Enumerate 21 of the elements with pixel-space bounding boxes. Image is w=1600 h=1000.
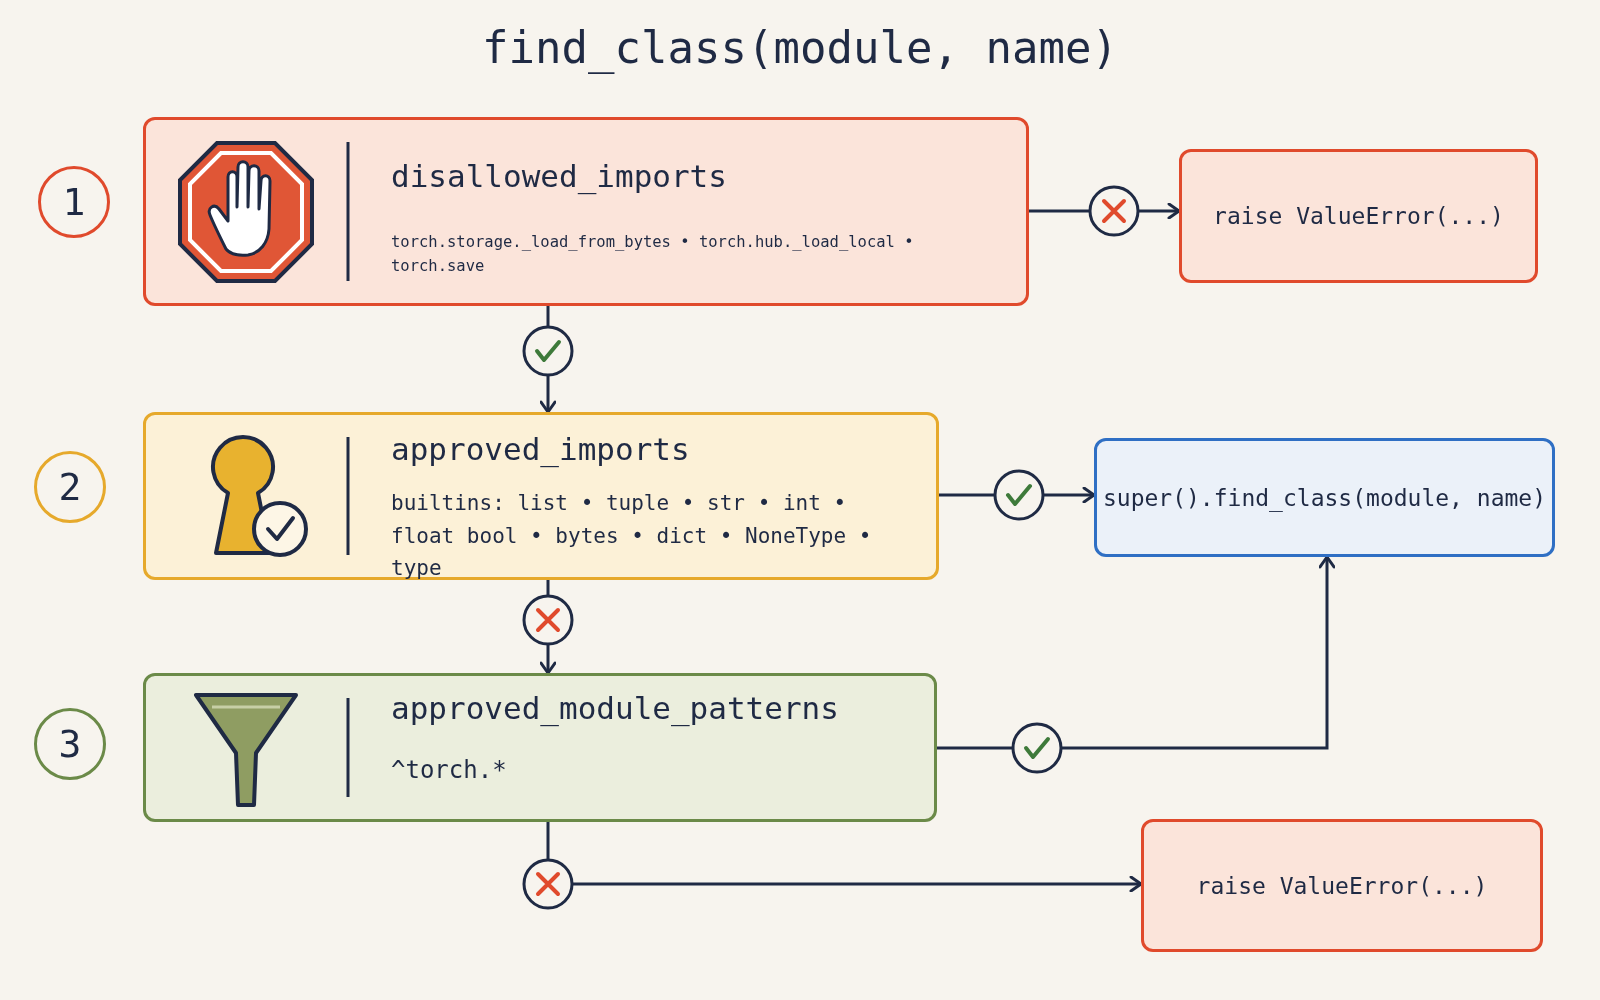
error-box bbox=[1141, 819, 1543, 952]
check-card bbox=[143, 117, 1029, 306]
card-details: ^torch.* bbox=[391, 755, 508, 786]
check-card bbox=[143, 412, 939, 580]
error-box bbox=[1179, 149, 1538, 283]
arrow bbox=[546, 822, 1143, 893]
card-heading: disallowed_imports bbox=[391, 158, 727, 194]
arrow bbox=[937, 555, 1336, 750]
step-number: 2 bbox=[58, 465, 82, 509]
check-card bbox=[143, 673, 937, 822]
code-text: raise ValueError(...) bbox=[1196, 872, 1488, 899]
card-details: torch.storage._load_from_bytes • torch.hub._load_local • torch.save bbox=[391, 232, 915, 277]
card-details: builtins: list • tuple • str • int • float bool • bytes • dict • NoneType • type bbox=[391, 490, 873, 583]
step-number: 3 bbox=[58, 722, 82, 766]
diagram-title: find_class(module, name) bbox=[481, 22, 1119, 73]
code-text: raise ValueError(...) bbox=[1213, 203, 1504, 229]
step-number: 1 bbox=[62, 180, 86, 224]
code-text: super().find_class(module, name) bbox=[1102, 484, 1547, 511]
card-heading: approved_imports bbox=[391, 431, 690, 467]
card-heading: approved_module_patterns bbox=[391, 690, 839, 726]
result-box bbox=[1094, 438, 1555, 557]
